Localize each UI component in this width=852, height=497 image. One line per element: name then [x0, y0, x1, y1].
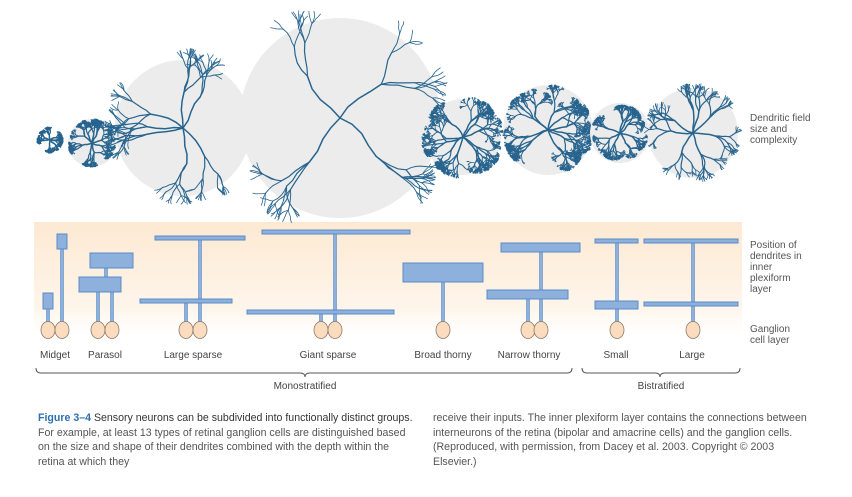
dendrite-branch: [409, 42, 423, 45]
dendrite-branch: [398, 20, 400, 35]
dendrite-branch: [53, 142, 57, 147]
dendrite-branch: [110, 94, 121, 97]
dendritic-field-large-sparse: [102, 48, 251, 205]
dendrite-branch: [409, 29, 414, 43]
dendrite-branch: [69, 152, 72, 154]
dendritic-field-midget: [36, 126, 64, 154]
dendrite-branch: [186, 195, 188, 205]
dendrite-branch: [46, 131, 50, 136]
dendrite-branch: [176, 195, 182, 204]
dendrite-branch: [109, 155, 112, 157]
dendrite-branch: [270, 27, 284, 30]
dendrite-branch: [42, 134, 46, 139]
dendrite-branch: [102, 123, 105, 126]
dendrite-branch: [97, 120, 99, 122]
dendrite-branch: [207, 53, 210, 63]
dendrite-branch: [88, 165, 90, 167]
dendrite-branch: [88, 123, 90, 125]
dendrite-branch: [433, 81, 447, 87]
dendrite-branch: [54, 140, 59, 144]
dendrite-branch: [107, 150, 109, 153]
dendrite-branch: [470, 162, 476, 164]
dendritic-field-giant-sparse: [240, 10, 448, 223]
dendrite-branch: [104, 123, 106, 126]
dendrite-branch: [70, 148, 72, 150]
dendrite-branch: [89, 152, 92, 160]
dendrite-branch: [100, 126, 103, 128]
dendrite-branch: [399, 21, 405, 35]
dendrite-branch: [252, 192, 266, 195]
dendrite-branch: [433, 75, 446, 83]
dendrite-branch: [186, 48, 190, 58]
dendrite-branch: [98, 121, 100, 123]
dendrite-branch: [273, 20, 284, 30]
dendrite-branch: [120, 82, 125, 91]
dendrite-branch: [83, 126, 85, 129]
dendrite-branch: [287, 209, 292, 223]
dendrite-branch: [48, 133, 51, 141]
dendrite-branch: [40, 139, 43, 142]
dendrite-branch: [54, 135, 58, 139]
dendrite-branch: [308, 10, 313, 24]
dendrite-branch: [201, 191, 206, 201]
dendrite-branch: [113, 140, 115, 143]
dendrite-branch: [111, 96, 120, 101]
dendrite-branch: [93, 151, 95, 160]
dendrite-branch: [108, 156, 111, 158]
dendrite-branch: [84, 120, 86, 122]
dendrite-branch: [91, 121, 93, 124]
dendrite-branch: [409, 41, 423, 43]
dendrite-branch: [48, 139, 51, 147]
dendrite-branch: [78, 123, 80, 125]
dendrite-branch: [68, 143, 70, 145]
